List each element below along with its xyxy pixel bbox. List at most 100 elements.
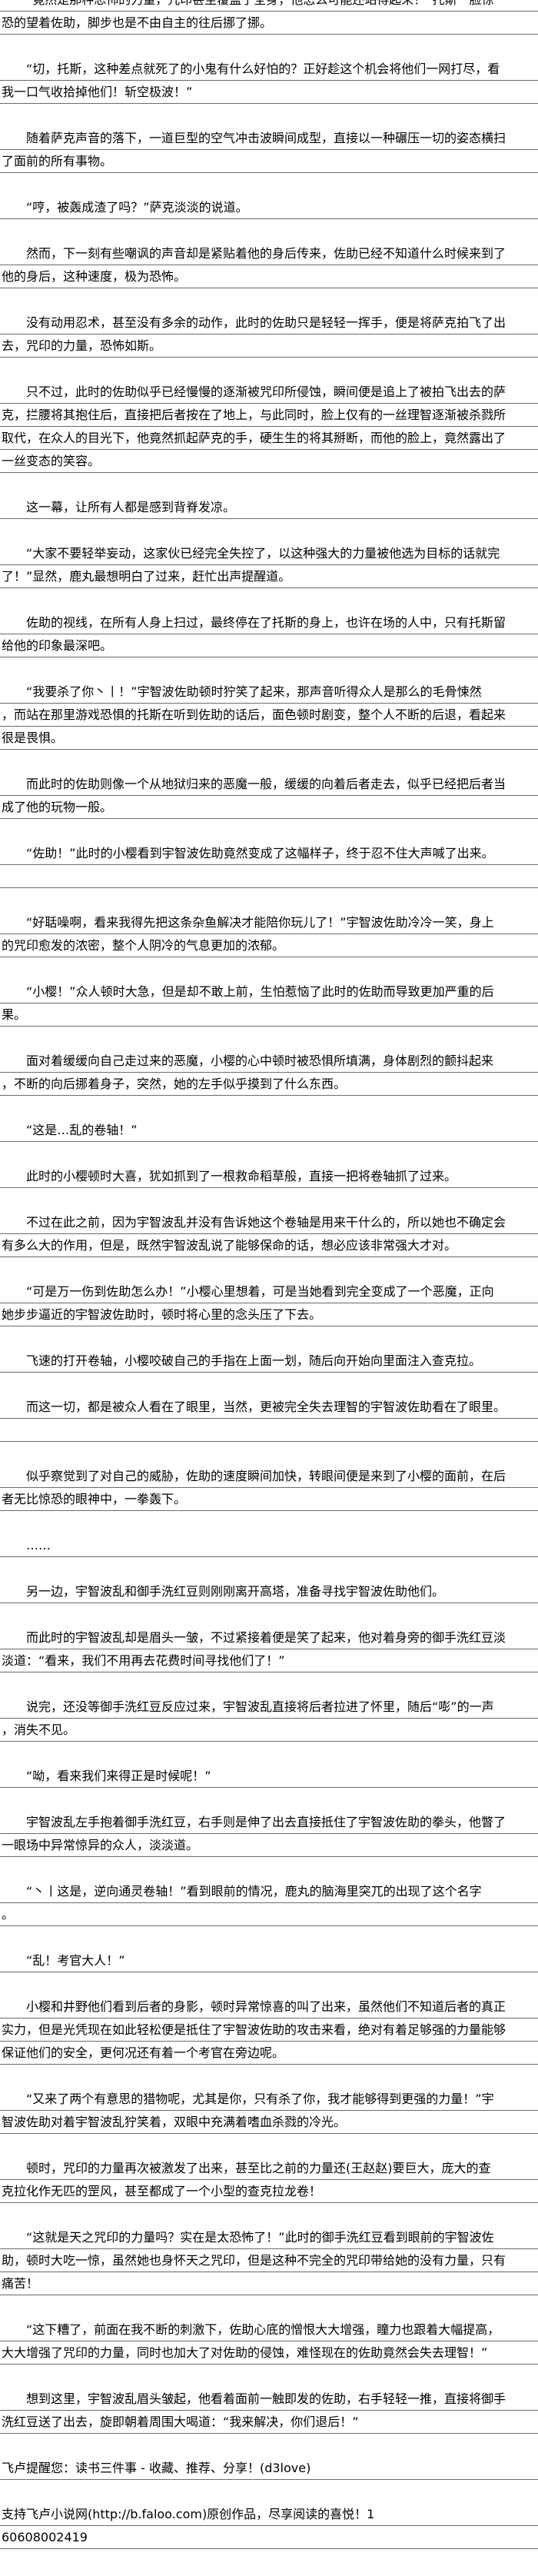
paragraph: “这是…乱的卷轴！” [0, 1119, 538, 1142]
text-line: “呦，看来我们来得正是时候呢！” [0, 1765, 538, 1788]
paragraph: “呦，看来我们来得正是时候呢！” [0, 1765, 538, 1788]
text-line: 她步步逼近的宇智波佐助时，顿时将心里的念头压了下去。 [0, 1303, 538, 1326]
paragraph: 似乎察觉到了对自己的威胁，佐助的速度瞬间加快，转眼间便是来到了小樱的面前，在后者… [0, 1465, 538, 1511]
text-line [0, 1419, 538, 1442]
paragraph: 只不过，此时的佐助似乎已经慢慢的逐渐被咒印所侵蚀，瞬间便是追上了被拍飞出去的萨克… [0, 381, 538, 473]
text-line: “切，托斯，这种差点就死了的小鬼有什么好怕的？正好趁这个机会将他们一网打尽，看 [0, 58, 538, 81]
text-line: 一丝变态的笑容。 [0, 450, 538, 473]
text-line: “可是万一伤到佐助怎么办！”小樱心里想着，可是当她看到完全变成了一个恶魔，正向 [0, 1280, 538, 1303]
text-line: 只不过，此时的佐助似乎已经慢慢的逐渐被咒印所侵蚀，瞬间便是追上了被拍飞出去的萨 [0, 381, 538, 404]
chapter-body: “竟然是那种恐怖的力量，咒印甚至覆盖了全身，他怎么可能还站得起来！”托斯一脸惊恐… [0, 0, 538, 2434]
text-line: ，消失不见。 [0, 1719, 538, 1742]
paragraph: 佐助的视线，在所有人身上扫过，最终停在了托斯的身上，也许在场的人中，只有托斯留给… [0, 611, 538, 657]
text-line: “佐助！”此时的小樱看到宇智波佐助竟然变成了这幅样子，终于忍不住大声喊了出来。 [0, 842, 538, 865]
paragraph: 说完，还没等御手洗红豆反应过来，宇智波乱直接将后者拉进了怀里，随后“嘭”的一声，… [0, 1696, 538, 1742]
text-line: 似乎察觉到了对自己的威胁，佐助的速度瞬间加快，转眼间便是来到了小樱的面前，在后 [0, 1465, 538, 1488]
paragraph: 然而，下一刻有些嘲讽的声音却是紧贴着他的身后传来，佐助已经不知道什么时候来到了他… [0, 242, 538, 288]
paragraph: “佐助！”此时的小樱看到宇智波佐助竟然变成了这幅样子，终于忍不住大声喊了出来。 [0, 842, 538, 888]
text-line: 有多么大的作用，但是，既然宇智波乱说了能够保命的话，想必应该非常强大才对。 [0, 1234, 538, 1257]
paragraph: “这就是天之咒印的力量吗？实在是太恐怖了！”此时的御手洗红豆看到眼前的宇智波佐助… [0, 2226, 538, 2295]
text-line: 我一口气收拾掉他们！斩空极波！” [0, 81, 538, 104]
text-line: …… [0, 1534, 538, 1557]
text-line: 没有动用忍术，甚至没有多余的动作，此时的佐助只是轻轻一挥手，便是将萨克拍飞了出 [0, 311, 538, 334]
paragraph: 而此时的宇智波乱却是眉头一皱，不过紧接着便是笑了起来，他对着身旁的御手洗红豆淡淡… [0, 1626, 538, 1672]
text-line: 了！”显然，鹿丸最想明白了过来，赶忙出声提醒道。 [0, 565, 538, 588]
paragraph: 顿时，咒印的力量再次被激发了出来，甚至比之前的力量还(王赵赵)要巨大，庞大的查克… [0, 2157, 538, 2203]
text-line: ，不断的向后挪着身子，突然，她的左手似乎摸到了什么东西。 [0, 1073, 538, 1096]
paragraph: 小樱和井野他们看到后者的身影，顿时异常惊喜的叫了出来，虽然他们不知道后者的真正实… [0, 1995, 538, 2065]
text-line: “乱！考官大人！” [0, 1949, 538, 1972]
text-line: 而此时的佐助则像一个从地狱归来的恶魔一般，缓缓的向着后者走去，似乎已经把后者当 [0, 773, 538, 796]
text-line: 飞速的打开卷轴，小樱咬破自己的手指在上面一划，随后向开始向里面注入查克拉。 [0, 1350, 538, 1373]
text-line: “这就是天之咒印的力量吗？实在是太恐怖了！”此时的御手洗红豆看到眼前的宇智波佐 [0, 2226, 538, 2249]
text-line: 此时的小樱顿时大喜，犹如抓到了一根救命稻草般，直接一把将卷轴抓了过来。 [0, 1165, 538, 1188]
support-id-line: 60608002419 [0, 2526, 538, 2549]
paragraph: 没有动用忍术，甚至没有多余的动作，此时的佐助只是轻轻一挥手，便是将萨克拍飞了出去… [0, 311, 538, 358]
text-line: 了面前的所有事物。 [0, 150, 538, 173]
text-line: 给他的印象最深吧。 [0, 634, 538, 657]
text-line: 的咒印愈发的浓密，整个人阴冷的气息更加的浓郁。 [0, 934, 538, 957]
text-line: 助，顿时大吃一惊，虽然她也身怀天之咒印，但是这种不完全的咒印带给她的没有力量，只… [0, 2249, 538, 2272]
text-line: “又来了两个有意思的猎物呢，尤其是你，只有杀了你，我才能够得到更强的力量！”宇 [0, 2088, 538, 2111]
text-line: 克，拦腰将其抱住后，直接把后者按在了地上，与此同时，脸上仅有的一丝理智逐渐被杀戮… [0, 404, 538, 427]
text-line: 者无比惊恐的眼神中，一拳轰下。 [0, 1488, 538, 1511]
paragraph: 另一边，宇智波乱和御手洗红豆则刚刚离开高塔，准备寻找宇智波佐助他们。 [0, 1580, 538, 1603]
paragraph: …… [0, 1534, 538, 1557]
paragraph: “丶丨这是，逆向通灵卷轴！”看到眼前的情况，鹿丸的脑海里突兀的出现了这个名字。 [0, 1880, 538, 1926]
text-line: “竟然是那种恐怖的力量，咒印甚至覆盖了全身，他怎么可能还站得起来！”托斯一脸惊 [0, 0, 538, 12]
text-line: 不过在此之前，因为宇智波乱并没有告诉她这个卷轴是用来干什么的，所以她也不确定会 [0, 1211, 538, 1234]
text-line: 面对着缓缓向自己走过来的恶魔，小樱的心中顿时被恐惧所填满，身体剧烈的颤抖起来 [0, 1050, 538, 1073]
paragraph: “小樱！”众人顿时大急，但是却不敢上前，生怕惹恼了此时的佐助而导致更加严重的后果… [0, 980, 538, 1027]
text-line: 大大增强了咒印的力量，同时也加大了对佐助的侵蚀，难怪现在的佐助竟然会失去理智！” [0, 2341, 538, 2365]
reminder-line: 飞卢提醒您：读书三件事 - 收藏、推荐、分享！(d3love) [0, 2457, 538, 2480]
text-line: 而这一切，都是被众人看在了眼里，当然，更被完全失去理智的宇智波佐助看在了眼里。 [0, 1396, 538, 1419]
paragraph: 此时的小樱顿时大喜，犹如抓到了一根救命稻草般，直接一把将卷轴抓了过来。 [0, 1165, 538, 1188]
text-line: “小樱！”众人顿时大急，但是却不敢上前，生怕惹恼了此时的佐助而导致更加严重的后 [0, 980, 538, 1003]
paragraph: 这一幕，让所有人都是感到背脊发凉。 [0, 496, 538, 519]
paragraph: 随着萨克声音的落下，一道巨型的空气冲击波瞬间成型，直接以一种碾压一切的姿态横扫了… [0, 127, 538, 173]
paragraph: 宇智波乱左手抱着御手洗红豆，右手则是伸了出去直接抵住了宇智波佐助的拳头，他瞥了一… [0, 1811, 538, 1857]
paragraph: “竟然是那种恐怖的力量，咒印甚至覆盖了全身，他怎么可能还站得起来！”托斯一脸惊恐… [0, 0, 538, 35]
text-line: 很是畏惧。 [0, 727, 538, 750]
text-line: “这下糟了，前面在我不断的刺激下，佐助心底的憎恨大大增强，瞳力也跟着大幅提高， [0, 2318, 538, 2341]
paragraph: “好聒噪啊，看来我得先把这条杂鱼解决才能陪你玩儿了！”宇智波佐助冷冷一笑，身上的… [0, 911, 538, 957]
text-line: “哼，被轰成渣了吗？”萨克淡淡的说道。 [0, 196, 538, 219]
paragraph: “切，托斯，这种差点就死了的小鬼有什么好怕的？正好趁这个机会将他们一网打尽，看我… [0, 58, 538, 104]
paragraph: 不过在此之前，因为宇智波乱并没有告诉她这个卷轴是用来干什么的，所以她也不确定会有… [0, 1211, 538, 1257]
text-line: 随着萨克声音的落下，一道巨型的空气冲击波瞬间成型，直接以一种碾压一切的姿态横扫 [0, 127, 538, 150]
footer-support: 支持飞卢小说网(http://b.faloo.com)原创作品，尽享阅读的喜悦！… [0, 2503, 538, 2549]
paragraph: 而这一切，都是被众人看在了眼里，当然，更被完全失去理智的宇智波佐助看在了眼里。 [0, 1396, 538, 1442]
text-line: 洗红豆送了出去，旋即朝着周围大喝道：“我来解决，你们退后！” [0, 2411, 538, 2434]
text-line: 成了他的玩物一般。 [0, 796, 538, 819]
support-line: 支持飞卢小说网(http://b.faloo.com)原创作品，尽享阅读的喜悦！… [0, 2503, 538, 2526]
paragraph: “我要杀了你丶丨！”宇智波佐助顿时狞笑了起来，那声音听得众人是那么的毛骨悚然，而… [0, 681, 538, 750]
paragraph: “这下糟了，前面在我不断的刺激下，佐助心底的憎恨大大增强，瞳力也跟着大幅提高，大… [0, 2318, 538, 2365]
paragraph: “哼，被轰成渣了吗？”萨克淡淡的说道。 [0, 196, 538, 219]
text-line: 他的身后，这种速度，极为恐怖。 [0, 265, 538, 288]
paragraph: 面对着缓缓向自己走过来的恶魔，小樱的心中顿时被恐惧所填满，身体剧烈的颤抖起来，不… [0, 1050, 538, 1096]
text-line: 而此时的宇智波乱却是眉头一皱，不过紧接着便是笑了起来，他对着身旁的御手洗红豆淡 [0, 1626, 538, 1649]
text-line: 取代，在众人的目光下，他竟然抓起萨克的手，硬生生的将其掰断，而他的脸上，竟然露出… [0, 427, 538, 450]
paragraph: 想到这里，宇智波乱眉头皱起，他看着面前一触即发的佐助，右手轻轻一推，直接将御手洗… [0, 2388, 538, 2434]
text-line: 实力，但是光凭现在如此轻松便是抵住了宇智波佐助的攻击来看，绝对有着足够强的力量能… [0, 2019, 538, 2042]
text-line: “好聒噪啊，看来我得先把这条杂鱼解决才能陪你玩儿了！”宇智波佐助冷冷一笑，身上 [0, 911, 538, 934]
text-line: “这是…乱的卷轴！” [0, 1119, 538, 1142]
text-line: 克拉化作无匹的罡风，甚至都成了一个小型的查克拉龙卷！ [0, 2180, 538, 2203]
footer-reminder: 飞卢提醒您：读书三件事 - 收藏、推荐、分享！(d3love) [0, 2457, 538, 2480]
text-line: 去，咒印的力量，恐怖如斯。 [0, 334, 538, 358]
text-line: 恐的望着佐助，脚步也是不由自主的往后挪了挪。 [0, 12, 538, 35]
text-line: 想到这里，宇智波乱眉头皱起，他看着面前一触即发的佐助，右手轻轻一推，直接将御手 [0, 2388, 538, 2411]
text-line: 佐助的视线，在所有人身上扫过，最终停在了托斯的身上，也许在场的人中，只有托斯留 [0, 611, 538, 634]
text-line: 顿时，咒印的力量再次被激发了出来，甚至比之前的力量还(王赵赵)要巨大，庞大的查 [0, 2157, 538, 2180]
text-line: 智波佐助对着宇智波乱狞笑着，双眼中充满着嗜血杀戮的冷光。 [0, 2111, 538, 2134]
text-line: 一眼场中异常惊异的众人，淡淡道。 [0, 1834, 538, 1857]
text-line: “大家不要轻举妄动，这家伙已经完全失控了，以这种强大的力量被他选为目标的话就完 [0, 542, 538, 565]
paragraph: 而此时的佐助则像一个从地狱归来的恶魔一般，缓缓的向着后者走去，似乎已经把后者当成… [0, 773, 538, 819]
paragraph: “又来了两个有意思的猎物呢，尤其是你，只有杀了你，我才能够得到更强的力量！”宇智… [0, 2088, 538, 2134]
paragraph: “可是万一伤到佐助怎么办！”小樱心里想着，可是当她看到完全变成了一个恶魔，正向她… [0, 1280, 538, 1326]
text-line: “我要杀了你丶丨！”宇智波佐助顿时狞笑了起来，那声音听得众人是那么的毛骨悚然 [0, 681, 538, 704]
text-line [0, 865, 538, 888]
paragraph: “大家不要轻举妄动，这家伙已经完全失控了，以这种强大的力量被他选为目标的话就完了… [0, 542, 538, 588]
text-line: 宇智波乱左手抱着御手洗红豆，右手则是伸了出去直接抵住了宇智波佐助的拳头，他瞥了 [0, 1811, 538, 1834]
